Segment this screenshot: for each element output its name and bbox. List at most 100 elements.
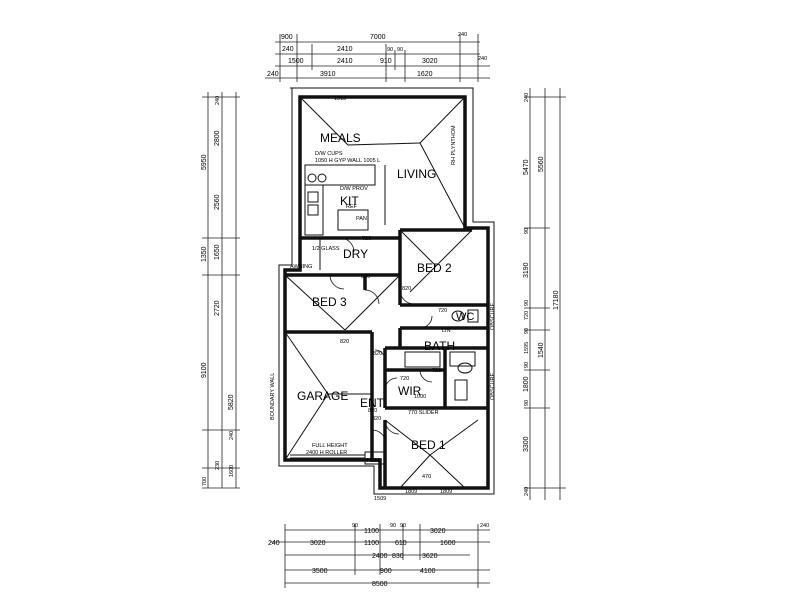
dim-2410-b: 2410: [337, 58, 353, 65]
dim-b-8500: 8500: [372, 581, 388, 588]
dim-1650: 1650: [214, 244, 221, 260]
dim-b-90a: 90: [352, 523, 358, 529]
dim-b-90b: 90: [390, 523, 396, 529]
dim-240-right-bot: 240: [524, 487, 530, 496]
right-dimensions: 240 5470 90 3190 90 720 90 1595 90 1800 …: [523, 88, 566, 500]
room-kit: KIT: [340, 194, 359, 208]
note-ref: REF: [346, 204, 358, 210]
dim-90-r1: 90: [524, 228, 530, 234]
room-living: LIVING: [397, 167, 436, 181]
dim-b-610: 610: [395, 540, 407, 547]
roof-hip-lines: [284, 96, 479, 489]
door-870: 870: [368, 408, 377, 414]
dim-b-240b: 240: [268, 540, 280, 547]
dim-9100: 9100: [201, 362, 208, 378]
dim-b-830: 830: [392, 553, 404, 560]
annotations: D/W CUPS 1050 H GYP WALL 1005 L D/W PROV…: [270, 125, 496, 464]
room-meals: MEALS: [320, 131, 361, 145]
bottom-dimensions: 90 1100 90 90 3020 240 240 3020 1100 610…: [268, 523, 490, 588]
note-roller: 2400 H ROLLER: [306, 450, 347, 456]
dim-90-r3: 90: [524, 328, 530, 334]
dim-90-a: 90: [387, 47, 393, 53]
dim-240-b: 240: [478, 56, 487, 62]
door-720-wir: 720: [432, 368, 441, 374]
dim-b-1100b: 1100: [364, 540, 379, 547]
dim-1500: 1500: [288, 58, 304, 65]
dim-230: 230: [215, 461, 221, 470]
room-ent: ENT: [360, 396, 385, 410]
dim-3300: 3300: [523, 436, 530, 452]
dim-240-c: 240: [267, 71, 279, 78]
dim-240-a: 240: [282, 46, 294, 53]
dim-700: 700: [202, 477, 208, 486]
dim-910: 910: [380, 58, 392, 65]
dim-2800: 2800: [214, 130, 221, 146]
note-boundary-wall: BOUNDARY WALL: [270, 373, 276, 420]
room-dry: DRY: [343, 247, 368, 261]
win-1809a: 1809: [405, 489, 417, 495]
dim-b-1100a: 1100: [364, 528, 379, 535]
door-size-labels: 1518 720 820 820 820 720 820 720 720 870…: [334, 96, 452, 502]
dim-240-top: 240: [458, 32, 467, 38]
dim-720-r: 720: [524, 311, 530, 320]
door-swings: [329, 237, 433, 445]
bath-fixtures: [404, 309, 479, 401]
dim-17180: 17180: [553, 290, 560, 310]
note-half-glass: 1/2 GLASS: [312, 246, 340, 252]
top-dimensions: 900 7000 240 240 2410 90 90 1500 2410 91…: [265, 32, 490, 82]
door-820-dry: 820: [361, 274, 370, 280]
dim-3190: 3190: [523, 262, 530, 278]
dim-1350: 1350: [201, 246, 208, 262]
note-slider: 770 SLIDER: [408, 410, 439, 416]
note-gyp-wall: 1050 H GYP WALL 1005 L: [315, 158, 380, 164]
kitchen-fixtures: [304, 164, 386, 236]
dim-900: 900: [281, 34, 293, 41]
room-labels: MEALS LIVING KIT DRY BED 2 BED 3 WC BATH…: [297, 131, 474, 452]
dim-3910: 3910: [320, 71, 336, 78]
door-820-bed2: 820: [402, 286, 411, 292]
dim-b-900: 900: [380, 568, 392, 575]
dim-b-3020a: 3020: [430, 528, 446, 535]
note-awning: AWNING: [290, 264, 312, 270]
note-tiled: TILED: [366, 458, 382, 464]
win-1809b: 1809: [440, 489, 452, 495]
dim-5560: 5560: [538, 156, 545, 172]
room-bath: BATH: [424, 339, 455, 353]
dim-3020-top: 3020: [422, 58, 438, 65]
dim-2560: 2560: [214, 194, 221, 210]
door-820-bed3: 820: [340, 339, 349, 345]
win-1509: 1509: [374, 496, 386, 502]
door-720-bath: 720: [400, 376, 409, 382]
dim-2410-a: 2410: [337, 46, 353, 53]
note-pan: PAN: [356, 216, 367, 222]
dim-90-r5: 90: [524, 400, 530, 406]
room-wc: WC: [456, 311, 474, 323]
note-dw-cups: D/W CUPS: [315, 151, 343, 157]
dim-1800: 1800: [523, 376, 530, 392]
room-wir: WIR: [398, 384, 422, 398]
left-dimensions: 5950 1350 9100 240 2800 2560 1650 2720 5…: [201, 92, 240, 489]
dim-7000: 7000: [370, 34, 386, 41]
dim-90-b: 90: [397, 47, 403, 53]
note-obscure-wc: OBSCURE: [490, 302, 496, 330]
room-bed1: BED 1: [411, 438, 446, 452]
door-820-bed1: 820: [372, 416, 381, 422]
dim-b-1600: 1600: [440, 540, 456, 547]
dim-240-right-top: 240: [524, 93, 530, 102]
door-820-entry: 820: [373, 351, 382, 357]
garage-details: [290, 451, 386, 465]
dim-b-240c: 2400: [372, 553, 388, 560]
note-dw-prov: D/W PROV: [340, 186, 368, 192]
door-720-dry: 720: [362, 236, 371, 242]
dim-5470: 5470: [523, 159, 530, 175]
dim-2720: 2720: [214, 300, 221, 316]
note-lin: LIN: [442, 328, 451, 334]
dim-b-4100: 4100: [420, 568, 436, 575]
room-bed3: BED 3: [312, 295, 347, 309]
dim-5950: 5950: [201, 154, 208, 170]
room-bed2: BED 2: [417, 261, 452, 275]
note-full-height: FULL HEIGHT: [312, 443, 348, 449]
win-1518: 1518: [334, 96, 346, 102]
win-470: 470: [422, 474, 431, 480]
dim-b-240a: 240: [480, 523, 489, 529]
